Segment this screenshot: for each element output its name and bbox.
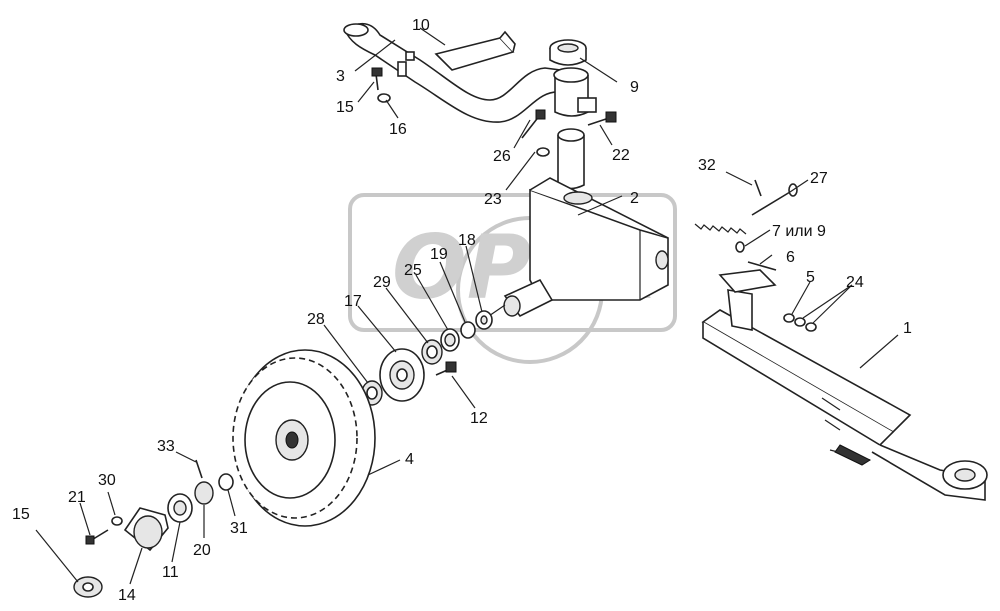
callout-21: 21	[68, 489, 86, 506]
part-hub	[379, 348, 425, 402]
part-washer-31	[218, 473, 234, 491]
part-bolt-6	[747, 261, 777, 271]
part-handle-rod	[434, 30, 516, 71]
part-bolt-26	[521, 109, 546, 139]
callout-3: 3	[336, 68, 345, 85]
part-bearing-25	[440, 328, 460, 352]
part-bolt-21	[85, 529, 109, 545]
callout-17: 17	[344, 293, 362, 310]
part-washer-18	[475, 310, 493, 330]
callout-32: 32	[698, 157, 716, 174]
callout-25: 25	[404, 262, 422, 279]
callout-5: 5	[806, 269, 815, 286]
part-pin-32	[754, 179, 762, 197]
callout-labels: 1 2 3 4 5 6 7 или 9 9 10 11 12 14 15 15 …	[12, 17, 912, 604]
callout-20: 20	[193, 542, 211, 559]
callout-26: 26	[493, 148, 511, 165]
callout-31: 31	[230, 520, 248, 537]
callout-16: 16	[389, 121, 407, 138]
part-spindle-housing	[529, 128, 669, 301]
part-washer-23	[536, 147, 550, 157]
callout-15-lower: 15	[12, 506, 30, 523]
leader-lines	[35, 27, 899, 585]
callout-7-or-9: 7 или 9	[772, 223, 826, 240]
callout-19: 19	[430, 246, 448, 263]
callout-27: 27	[810, 170, 828, 187]
callout-12: 12	[470, 410, 488, 427]
callout-6: 6	[786, 249, 795, 266]
part-washer-30	[111, 516, 123, 526]
callout-4: 4	[405, 451, 414, 468]
callout-33: 33	[157, 438, 175, 455]
part-bearing-29	[421, 339, 443, 365]
callout-18: 18	[458, 232, 476, 249]
callout-24: 24	[846, 274, 864, 291]
watermark-frame	[348, 193, 677, 332]
callout-29: 29	[373, 274, 391, 291]
part-washer-19	[460, 321, 476, 339]
part-bolt-12	[435, 361, 457, 376]
callout-1: 1	[903, 320, 912, 337]
part-cap-14	[123, 507, 169, 552]
part-nuts-24	[794, 317, 817, 332]
part-pin-33	[195, 459, 203, 479]
callout-2: 2	[630, 190, 639, 207]
callout-22: 22	[612, 147, 630, 164]
part-spring-7	[694, 223, 747, 253]
part-bearing-11	[167, 493, 193, 523]
callout-10: 10	[412, 17, 430, 34]
callout-11: 11	[162, 564, 179, 581]
callout-9: 9	[630, 79, 639, 96]
part-wheel	[232, 349, 376, 527]
part-bushing-upper	[549, 39, 587, 66]
part-ring-16	[377, 93, 391, 103]
part-bolt-22	[587, 111, 617, 126]
part-nut-20	[194, 481, 214, 505]
part-bolt-15-upper	[371, 67, 383, 91]
part-clip	[397, 51, 415, 77]
callout-14: 14	[118, 587, 136, 604]
part-drawbar	[701, 269, 988, 501]
callout-23: 23	[484, 191, 502, 208]
part-washer-5	[783, 313, 795, 323]
part-bolt-27	[751, 183, 798, 216]
part-bushing-lower	[553, 67, 597, 117]
part-nut-15-lower	[73, 576, 103, 598]
callout-30: 30	[98, 472, 116, 489]
callout-15-upper: 15	[336, 99, 354, 116]
callout-28: 28	[307, 311, 325, 328]
